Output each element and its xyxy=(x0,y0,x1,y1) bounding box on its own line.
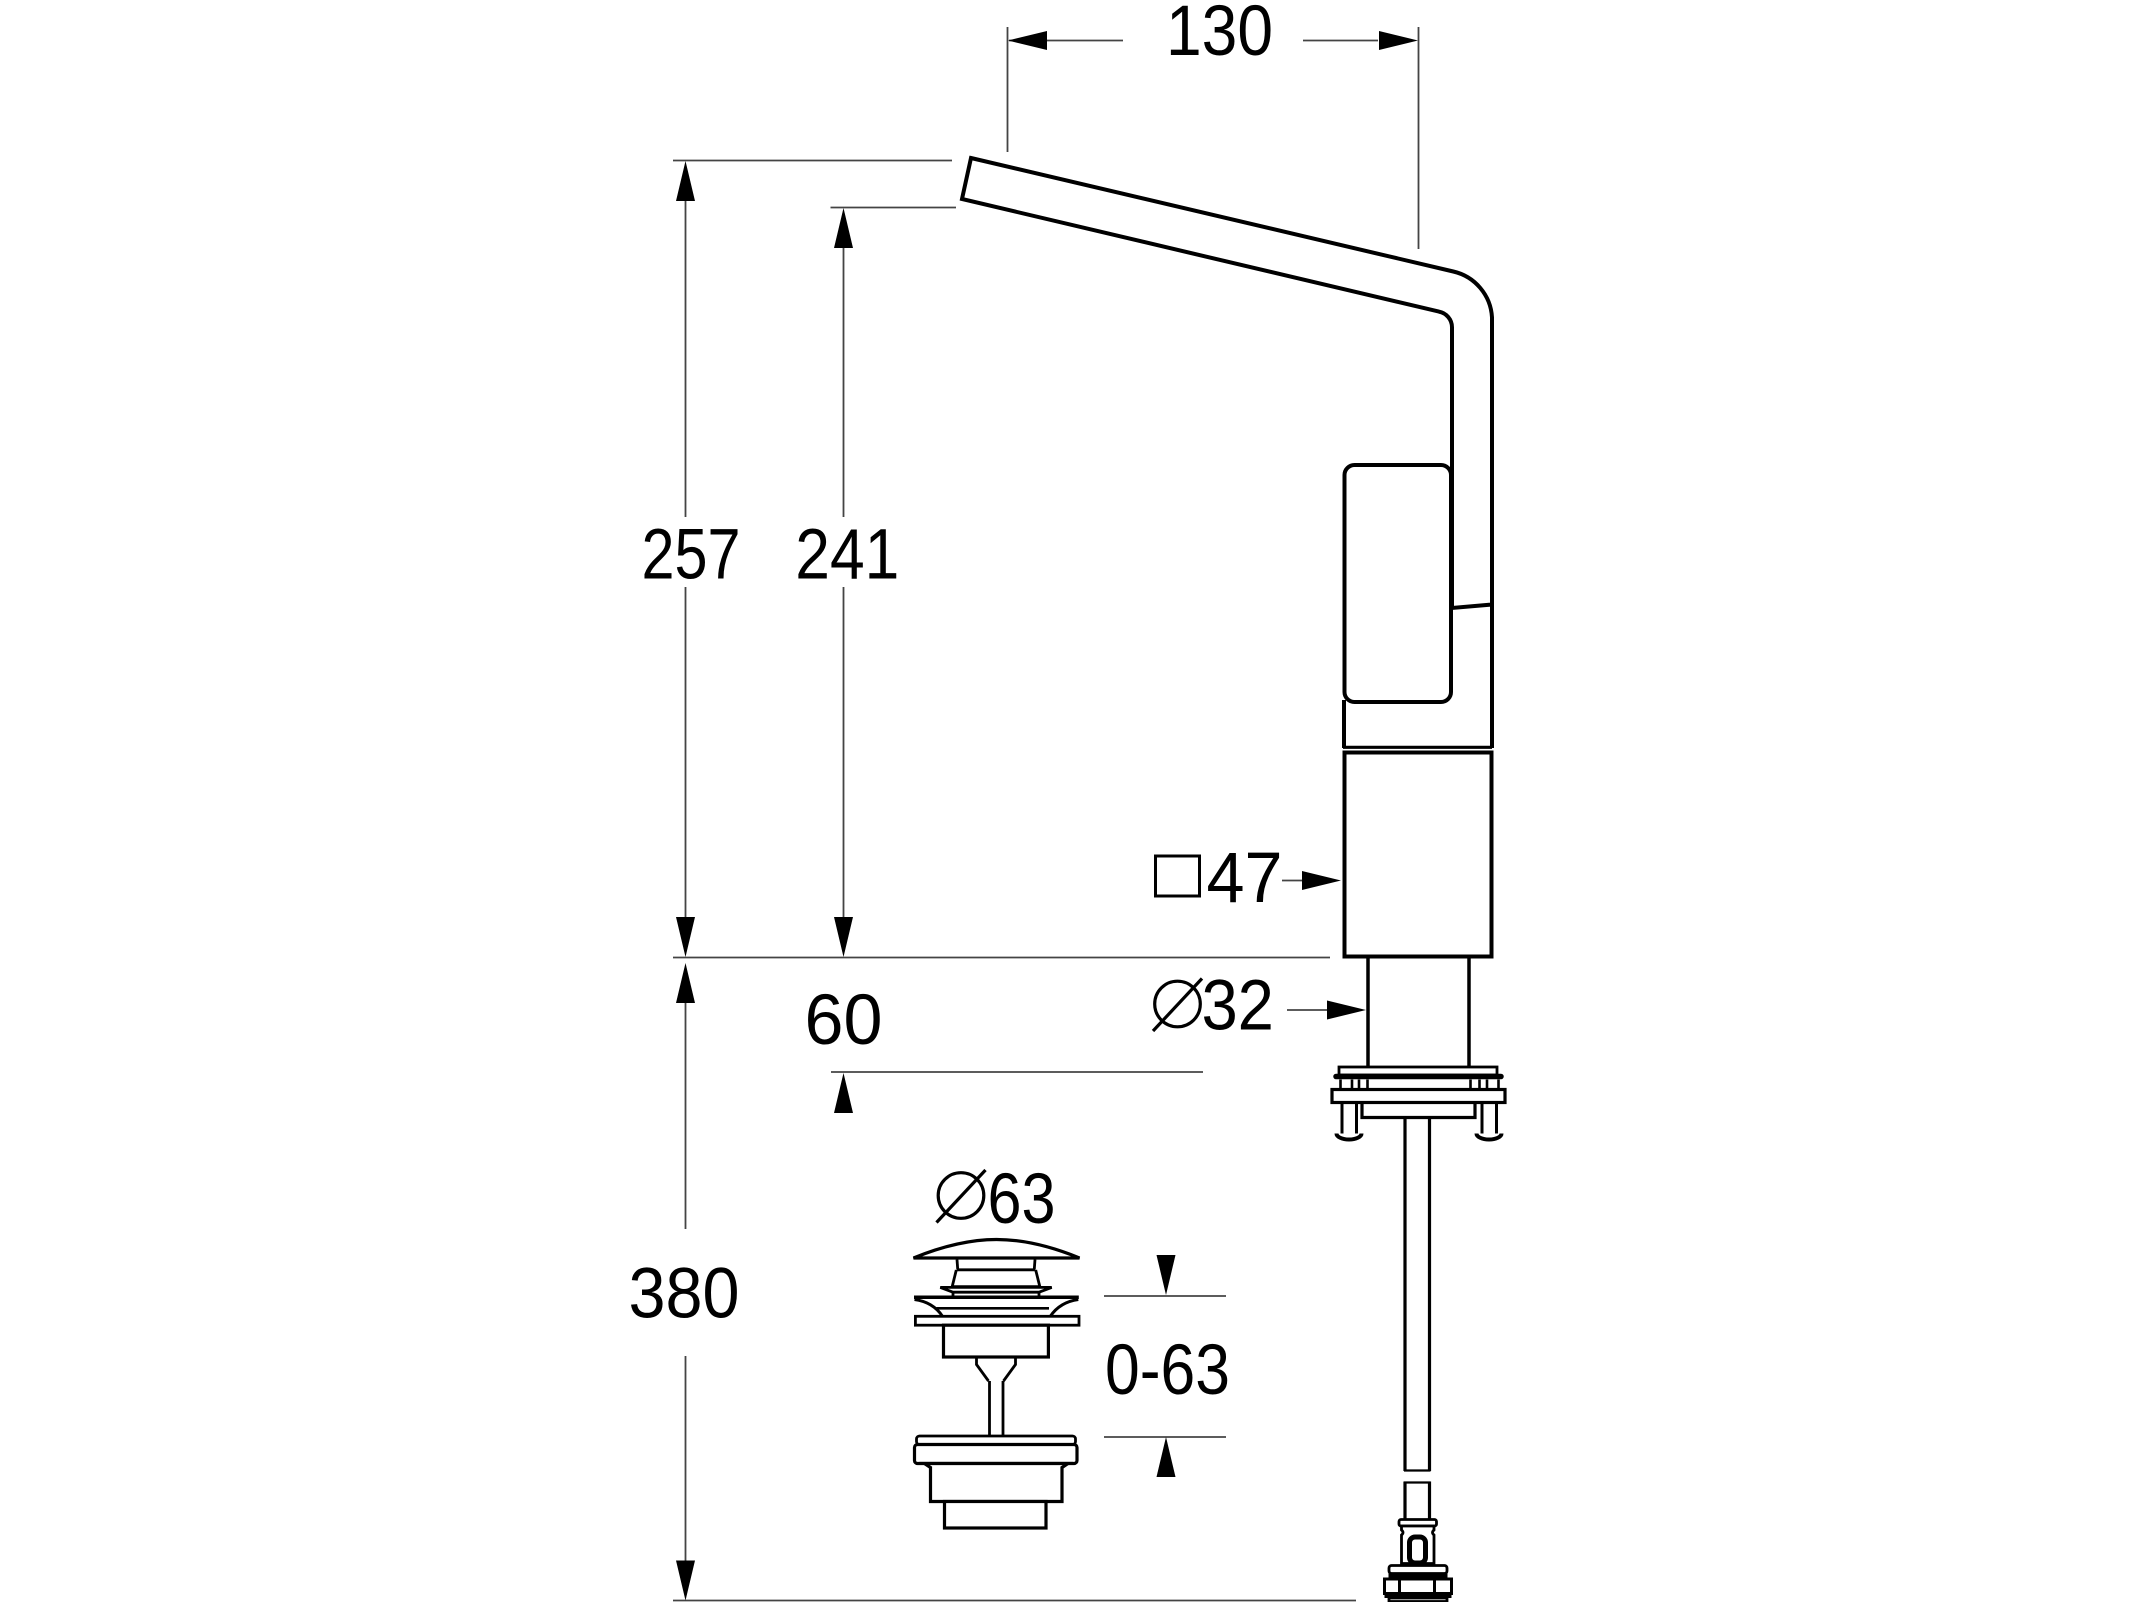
svg-text:47: 47 xyxy=(1207,839,1283,918)
svg-text:32: 32 xyxy=(1201,967,1274,1046)
svg-text:60: 60 xyxy=(805,981,883,1060)
svg-text:380: 380 xyxy=(629,1255,740,1334)
svg-text:257: 257 xyxy=(642,516,741,595)
svg-text:63: 63 xyxy=(988,1160,1056,1239)
svg-text:0-63: 0-63 xyxy=(1105,1331,1230,1410)
svg-text:130: 130 xyxy=(1166,0,1273,71)
svg-text:241: 241 xyxy=(795,516,899,595)
